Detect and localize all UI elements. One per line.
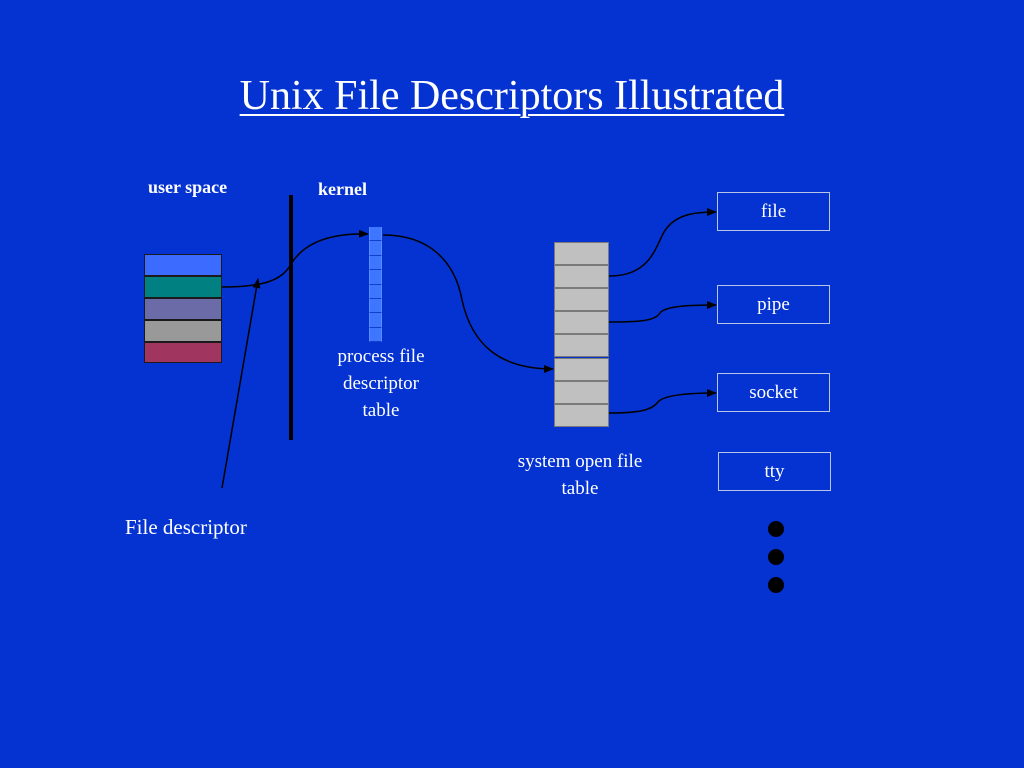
ellipsis-dot — [768, 577, 784, 593]
process-fd-cell — [369, 299, 382, 314]
file-descriptor-label: File descriptor — [125, 515, 247, 539]
system-file-cell — [554, 265, 609, 289]
process-fd-cell — [369, 284, 382, 299]
slide-title: Unix File Descriptors Illustrated — [239, 73, 785, 119]
process-to-system-arrow — [382, 234, 554, 373]
system-file-cell — [554, 357, 609, 381]
user-slot-2 — [144, 298, 222, 320]
user-slot-0 — [144, 254, 222, 276]
system-table-label: system open file table — [490, 448, 670, 502]
process-fd-cell — [369, 327, 382, 343]
user-to-process-arrow — [221, 229, 369, 288]
process-table-label-line: process file — [337, 346, 425, 367]
resource-tty: tty — [718, 452, 831, 491]
process-table-label: process file descriptor table — [310, 343, 452, 424]
system-file-cell — [554, 288, 609, 312]
system-to-file-arrow — [608, 208, 717, 277]
system-file-cell — [554, 403, 609, 427]
user-space-label: user space — [148, 177, 228, 197]
resource-pipe: pipe — [717, 285, 830, 324]
process-table-label-line: descriptor — [343, 373, 419, 394]
process-fd-cell — [369, 241, 382, 256]
user-slot-4 — [144, 342, 222, 363]
ellipsis-dot — [768, 521, 784, 537]
system-to-socket-arrow — [608, 389, 717, 414]
system-file-cell — [554, 242, 609, 266]
system-table-label-line: table — [561, 478, 599, 499]
kernel-label: kernel — [318, 179, 367, 199]
process-fd-cell — [369, 227, 382, 242]
process-fd-cell — [369, 255, 382, 271]
system-file-cell — [554, 334, 609, 358]
resource-socket: socket — [717, 373, 830, 412]
system-file-cell — [554, 380, 609, 404]
ellipsis-dot — [768, 549, 784, 565]
resource-file: file — [717, 192, 830, 231]
system-file-cell — [554, 311, 609, 335]
file-descriptor-pointer-arrow — [221, 278, 261, 489]
system-table-label-line: system open file — [517, 451, 643, 472]
process-fd-cell — [369, 313, 382, 328]
system-to-pipe-arrow — [608, 301, 717, 323]
process-table-label-line: table — [362, 400, 400, 421]
user-slot-1 — [144, 276, 222, 298]
user-slot-3 — [144, 320, 222, 342]
process-fd-cell — [369, 270, 382, 285]
